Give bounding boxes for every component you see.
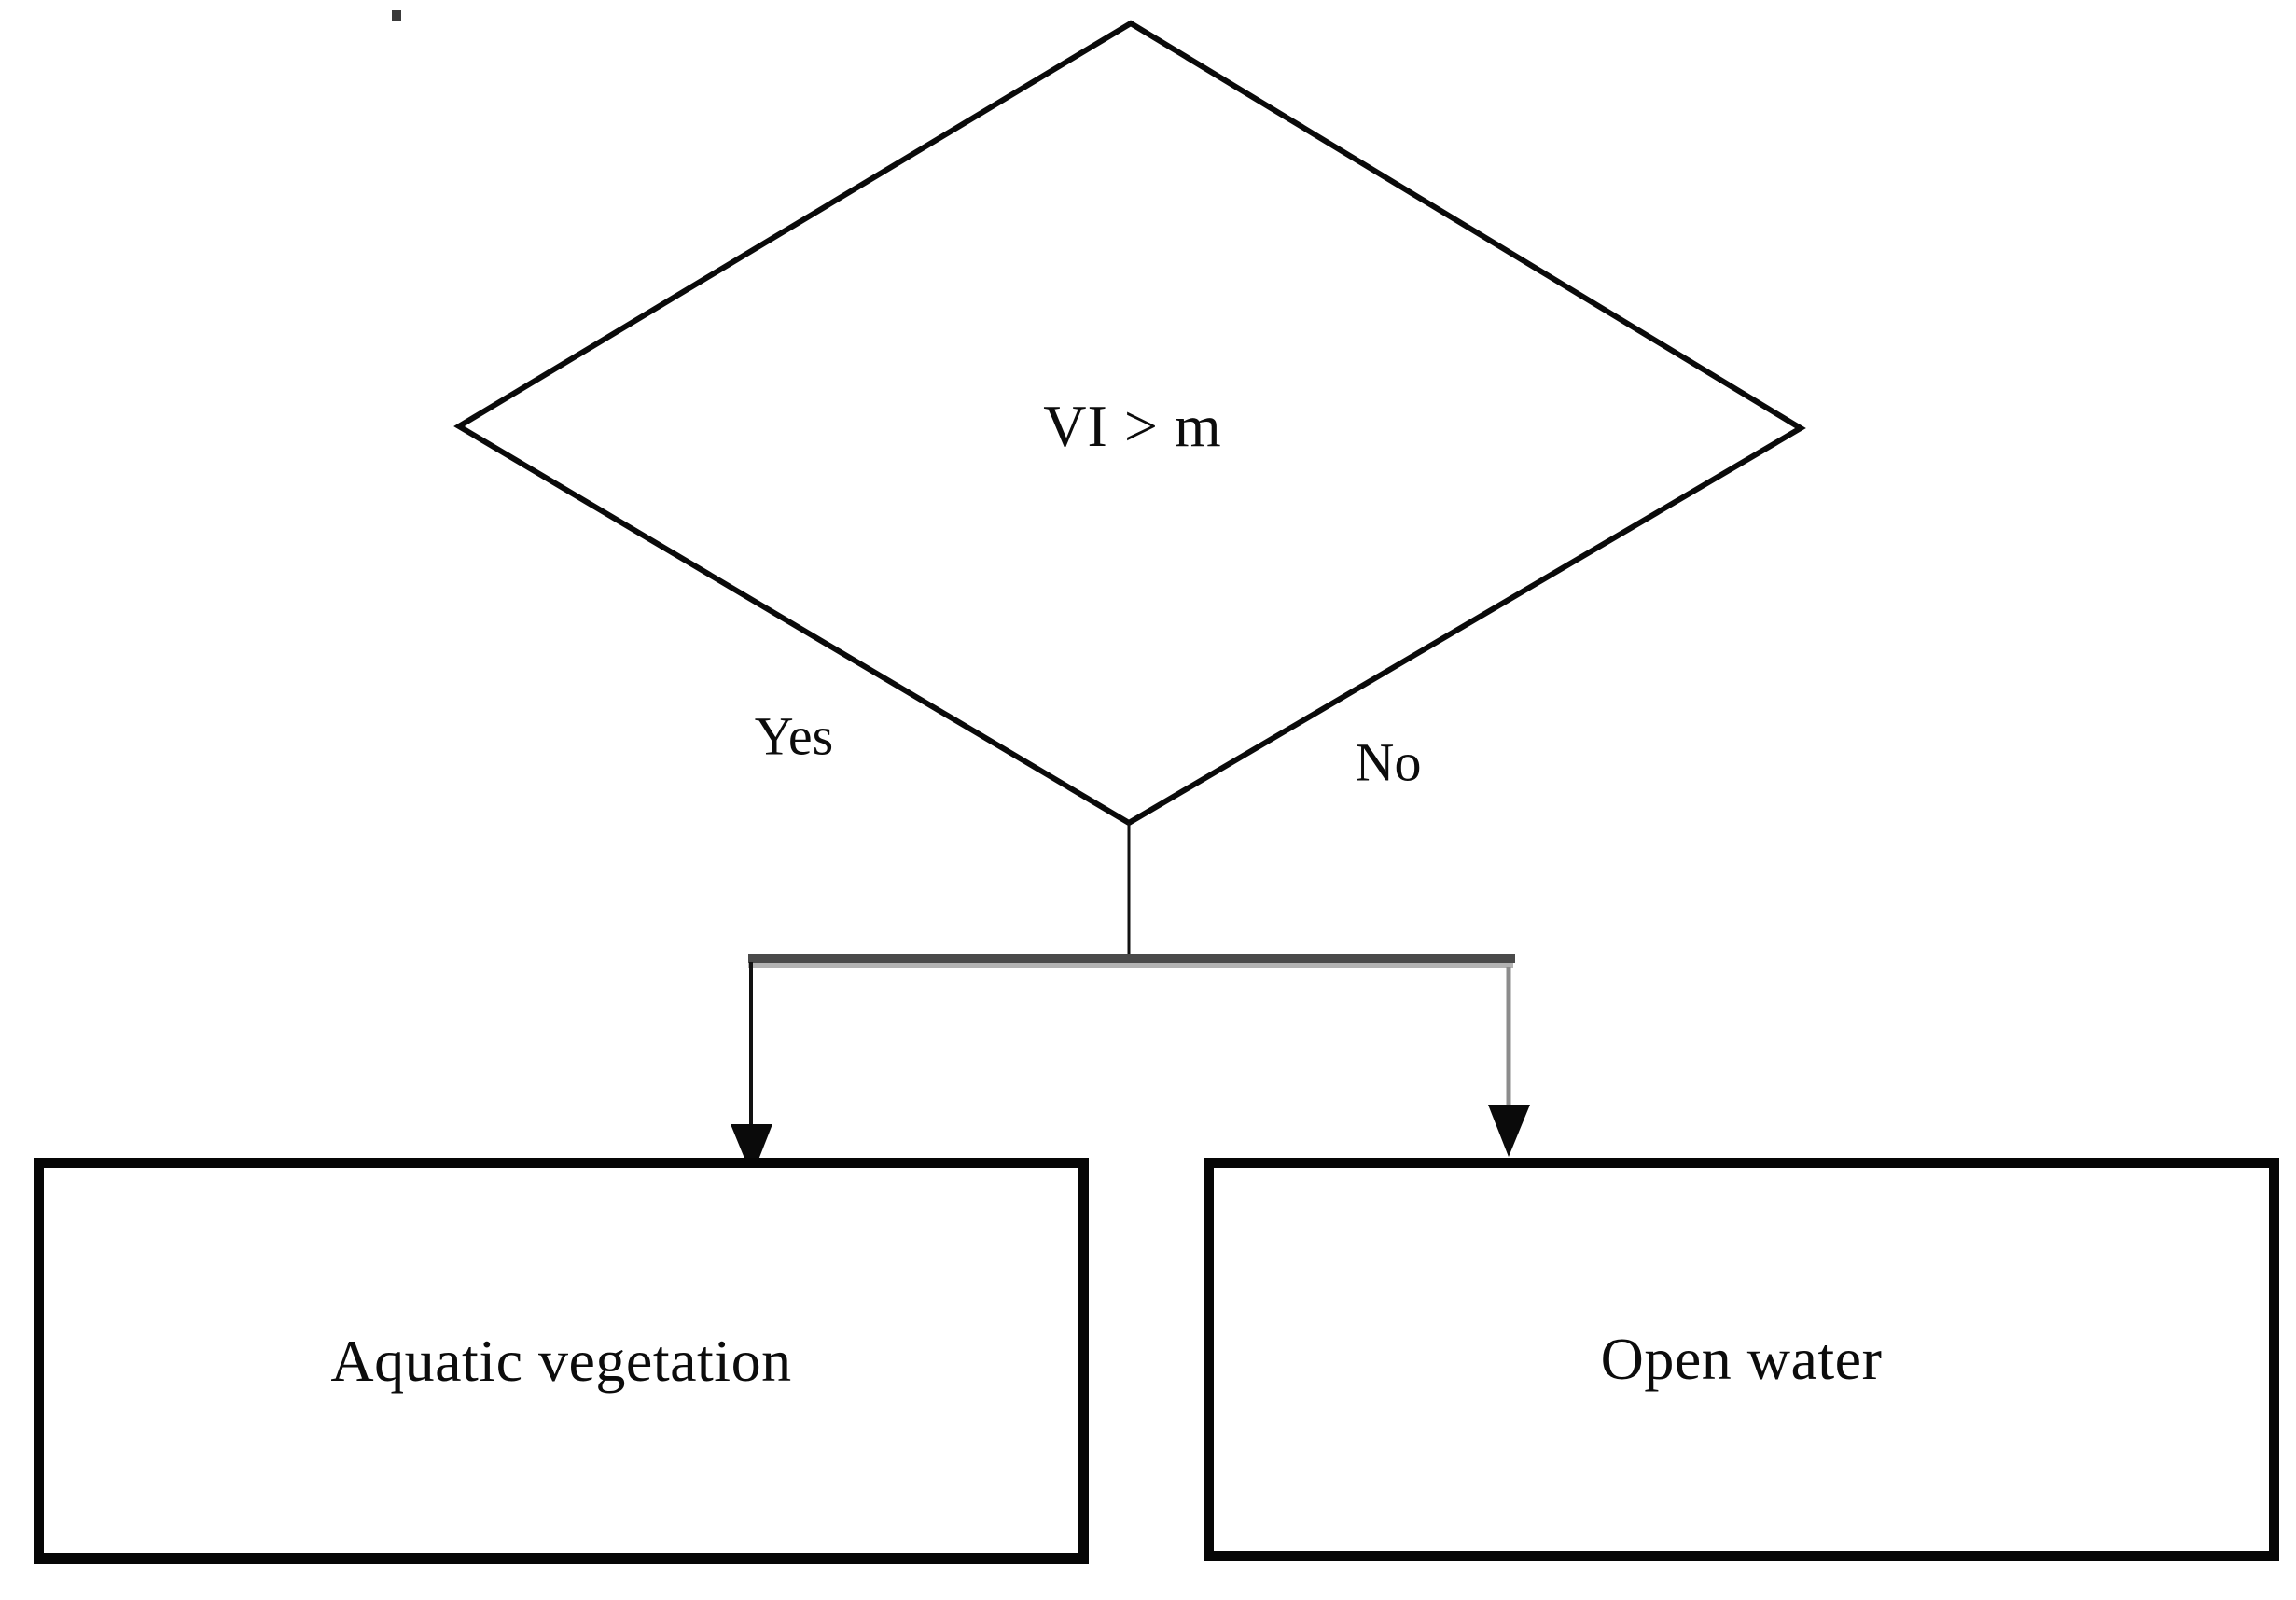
- no-branch-label: No: [1355, 731, 1422, 793]
- outcome-box-aquatic-vegetation: Aquatic vegetation: [34, 1158, 1089, 1564]
- branch-connector-bar-dark: [748, 954, 1515, 963]
- outcome-box-open-water: Open water: [1204, 1158, 2279, 1561]
- yes-branch-label: Yes: [754, 705, 834, 767]
- no-arrow-head-icon: [1488, 1105, 1530, 1157]
- decision-diamond-label: VI > m: [1043, 393, 1222, 459]
- branch-connector-bar-light: [748, 963, 1513, 968]
- outcome-box-aquatic-vegetation-label: Aquatic vegetation: [330, 1327, 792, 1394]
- outcome-box-open-water-label: Open water: [1600, 1326, 1883, 1392]
- stray-dot: [392, 10, 401, 21]
- yes-arrow-head-icon: [731, 1124, 772, 1176]
